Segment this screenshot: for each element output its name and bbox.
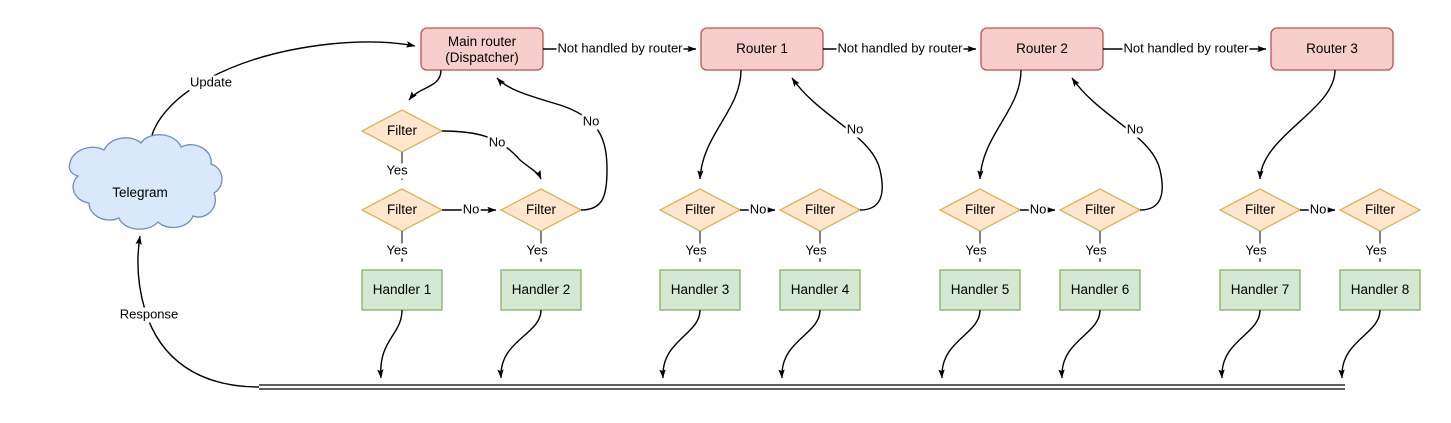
edge-handler3-to-collector <box>659 309 701 379</box>
edge-handler1-to-collector <box>377 309 403 379</box>
edge-label-no-r3-a: No <box>1308 201 1328 218</box>
handler-7-label: Handler 7 <box>1230 282 1290 298</box>
router-main-label-line1: Main router <box>447 34 517 50</box>
edge-label-no-main-c: No <box>581 113 601 130</box>
filter-0-label: Filter <box>387 123 417 139</box>
edge-label-yes-3: Yes <box>525 242 549 259</box>
edge-router1-to-filter3 <box>697 69 742 180</box>
handler-4-label: Handler 4 <box>790 282 850 298</box>
handler-1-shape[interactable] <box>361 269 443 311</box>
edge-handler4-to-collector <box>778 309 821 379</box>
filter-3-label: Filter <box>685 202 715 218</box>
handler-3-label: Handler 3 <box>670 282 730 298</box>
edge-label-no-r2-b: No <box>1125 121 1145 138</box>
router-main-label-line2: (Dispatcher) <box>445 50 519 66</box>
edge-label-yes-8: Yes <box>1244 242 1268 259</box>
handler-6-shape[interactable] <box>1059 269 1141 311</box>
edge-router3-to-filter7 <box>1257 69 1336 180</box>
edge-label-not-handled-2: Not handled by router <box>836 40 964 57</box>
edge-label-not-handled-3: Not handled by router <box>1122 40 1250 57</box>
edge-filter6-no-to-router2 <box>1071 77 1163 211</box>
edge-label-no-main-b: No <box>461 201 481 218</box>
filter-5-label: Filter <box>965 202 995 218</box>
handler-6-label: Handler 6 <box>1070 282 1130 298</box>
filter-1-label: Filter <box>387 202 417 218</box>
edge-label-yes-5: Yes <box>804 242 828 259</box>
edge-filter0-no-to-filter2 <box>441 130 542 180</box>
edge-label-no-r2-a: No <box>1028 201 1048 218</box>
handler-4-shape[interactable] <box>779 269 861 311</box>
filter-6-label: Filter <box>1085 202 1115 218</box>
edge-label-no-main-a: No <box>487 134 507 151</box>
filter-4-label: Filter <box>805 202 835 218</box>
edge-label-yes-2: Yes <box>385 242 409 259</box>
edge-label-yes-1: Yes <box>385 162 409 179</box>
edge-label-update: Update <box>189 74 233 91</box>
response-collector-bar <box>259 384 1345 390</box>
handler-1-label: Handler 1 <box>372 282 432 298</box>
filter-8-label: Filter <box>1365 202 1395 218</box>
edge-label-response: Response <box>118 306 180 323</box>
edge-label-yes-4: Yes <box>684 242 708 259</box>
edge-handler8-to-collector <box>1338 309 1381 379</box>
edge-handler7-to-collector <box>1218 309 1261 379</box>
edge-label-yes-7: Yes <box>1084 242 1108 259</box>
edge-filter4-no-to-router1 <box>791 77 883 211</box>
edge-label-no-r1-a: No <box>748 201 768 218</box>
handler-5-label: Handler 5 <box>950 282 1010 298</box>
edge-filter2-no-to-main <box>496 77 608 211</box>
telegram-label: Telegram <box>112 185 168 201</box>
handler-3-shape[interactable] <box>659 269 741 311</box>
handler-8-shape[interactable] <box>1339 269 1421 311</box>
edge-handler6-to-collector <box>1058 309 1101 379</box>
telegram-cloud-shape <box>68 134 223 230</box>
edge-handler2-to-collector <box>497 309 542 379</box>
edge-main-to-filter0 <box>408 69 442 101</box>
edge-label-not-handled-1: Not handled by router <box>556 40 684 57</box>
edge-router2-to-filter5 <box>977 69 1022 180</box>
filter-7-label: Filter <box>1245 202 1275 218</box>
router-3-shape[interactable] <box>1270 27 1394 71</box>
edge-update <box>151 41 416 136</box>
router-1-label: Router 1 <box>736 41 788 57</box>
edge-label-yes-6: Yes <box>964 242 988 259</box>
router-3-label: Router 3 <box>1306 41 1358 57</box>
filter-2-label: Filter <box>526 202 556 218</box>
edge-handler5-to-collector <box>938 309 981 379</box>
router-2-label: Router 2 <box>1016 41 1068 57</box>
edge-label-no-r1-b: No <box>845 121 865 138</box>
handler-8-label: Handler 8 <box>1350 282 1410 298</box>
handler-7-shape[interactable] <box>1219 269 1301 311</box>
handler-2-label: Handler 2 <box>511 282 571 298</box>
edge-label-yes-9: Yes <box>1364 242 1388 259</box>
